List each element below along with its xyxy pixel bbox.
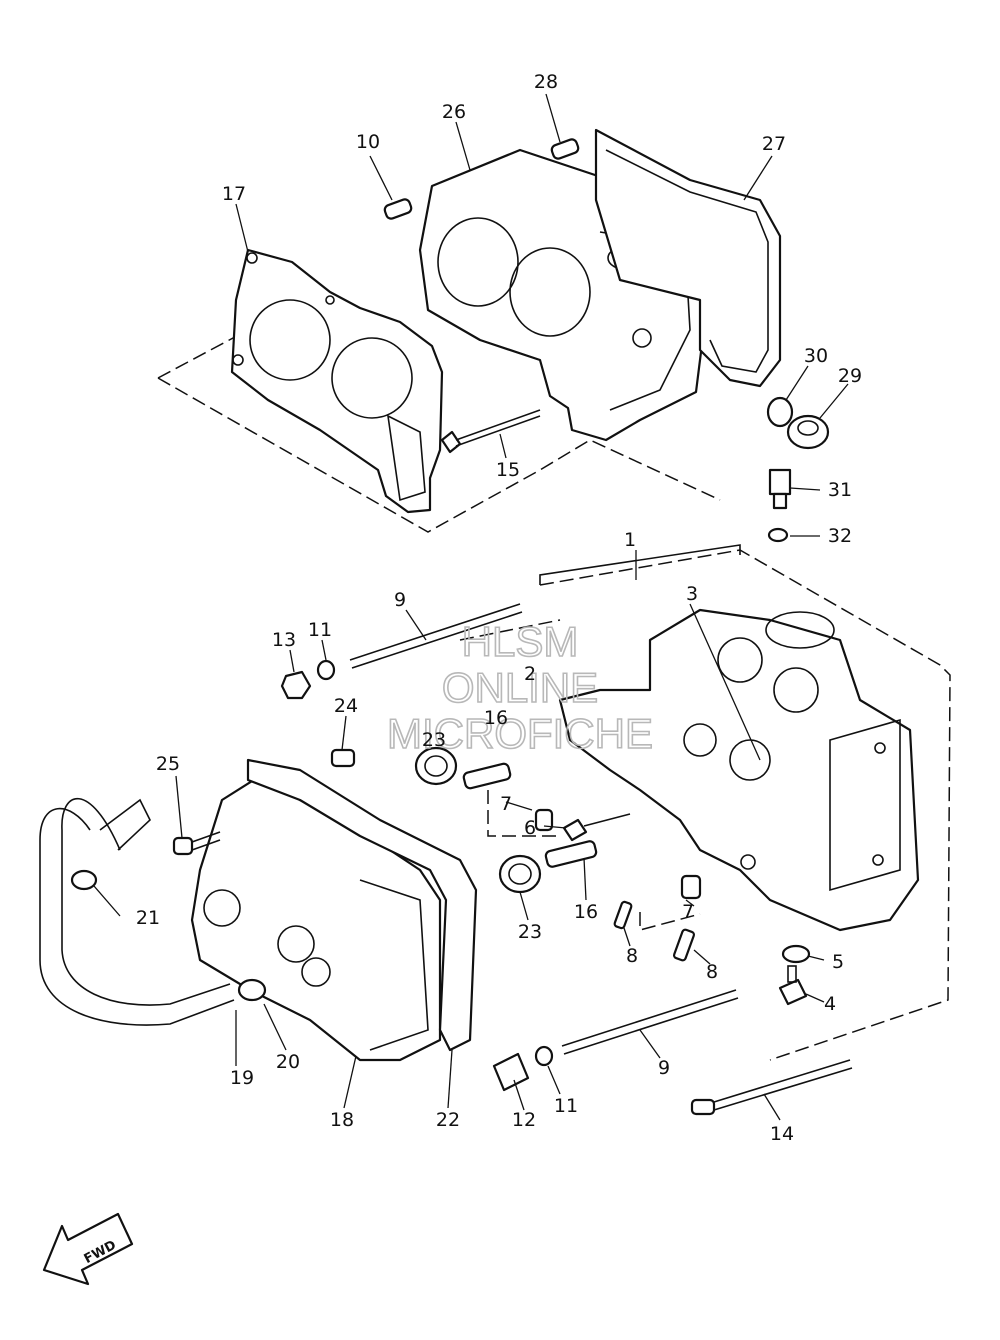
pin-8-b <box>672 928 696 962</box>
watermark-line-1: HLSM <box>462 618 579 665</box>
dowel-pin-10 <box>383 198 413 220</box>
callout-28: 28 <box>534 71 558 93</box>
callout-11-upper: 11 <box>308 619 332 641</box>
callout-9-upper: 9 <box>394 589 406 611</box>
callouts: 1 2 3 4 5 6 7 7 8 8 9 9 10 11 11 12 13 1… <box>136 71 862 1145</box>
crankcase-cover <box>190 774 442 1062</box>
callout-15: 15 <box>496 459 520 481</box>
bolt-15 <box>440 409 541 454</box>
fwd-arrow: FWD <box>42 1212 134 1286</box>
seal-23-lower <box>498 854 542 894</box>
crankcase <box>558 608 920 932</box>
callout-23-lower: 23 <box>518 921 542 943</box>
washer-32 <box>767 527 789 543</box>
pin-8-a <box>613 900 633 930</box>
upper-group-outline-2 <box>157 377 721 533</box>
nut-13 <box>280 670 312 700</box>
callout-4: 4 <box>824 993 836 1015</box>
bolt-25 <box>172 831 221 856</box>
callout-21: 21 <box>136 907 160 929</box>
o-ring-30 <box>766 396 794 428</box>
callout-22: 22 <box>436 1109 460 1131</box>
callout-17: 17 <box>222 183 246 205</box>
fitting-16-upper <box>462 762 512 790</box>
callout-16-upper: 16 <box>484 707 508 729</box>
breather-hose <box>39 797 235 1026</box>
stud-9-lower <box>561 989 739 1055</box>
callout-13: 13 <box>272 629 296 651</box>
callout-27: 27 <box>762 133 786 155</box>
washer-11-upper <box>316 659 336 681</box>
cap-nut-12 <box>492 1052 530 1092</box>
temp-sensor-31 <box>768 468 792 510</box>
dowel-pin-28 <box>550 138 580 160</box>
washer-5 <box>781 944 811 964</box>
callout-23-upper: 23 <box>422 729 446 751</box>
part1-bracket <box>539 544 741 585</box>
callout-3: 3 <box>686 583 698 605</box>
hose-clamp-20 <box>237 978 267 1002</box>
head-gasket <box>230 248 444 514</box>
callout-8-a: 8 <box>626 945 638 967</box>
callout-26: 26 <box>442 101 466 123</box>
plug-7-upper <box>534 808 554 832</box>
bolt-4 <box>778 965 808 1006</box>
callout-6: 6 <box>524 817 536 839</box>
dowel-24 <box>330 748 356 768</box>
callout-19: 19 <box>230 1067 254 1089</box>
callout-25: 25 <box>156 753 180 775</box>
callout-9-lower: 9 <box>658 1057 670 1079</box>
watermark: HLSM ONLINE MICROFICHE <box>386 617 654 758</box>
callout-14: 14 <box>770 1123 794 1145</box>
callout-2: 2 <box>524 663 536 685</box>
callout-18: 18 <box>330 1109 354 1131</box>
watermark-line-3: MICROFICHE <box>387 710 653 757</box>
bolt-6 <box>562 813 631 842</box>
callout-1: 1 <box>624 529 636 551</box>
inner-dashed-2 <box>639 912 701 931</box>
callout-12: 12 <box>512 1109 536 1131</box>
callout-7-lower: 7 <box>682 901 694 923</box>
fitting-16-lower <box>544 840 598 868</box>
plug-7-lower <box>680 874 702 900</box>
seal-23-upper <box>414 746 458 786</box>
callout-20: 20 <box>276 1051 300 1073</box>
watermark-line-2: ONLINE <box>442 664 598 711</box>
inner-dashed-1 <box>487 790 560 837</box>
leader-lines <box>93 93 849 1121</box>
callout-7-upper: 7 <box>500 793 512 815</box>
callout-8-b: 8 <box>706 961 718 983</box>
callout-31: 31 <box>828 479 852 501</box>
callout-24: 24 <box>334 695 358 717</box>
callout-10: 10 <box>356 131 380 153</box>
cover-gasket <box>246 758 478 1052</box>
callout-30: 30 <box>804 345 828 367</box>
callout-16-lower: 16 <box>574 901 598 923</box>
callout-29: 29 <box>838 365 862 387</box>
callout-11-lower: 11 <box>554 1095 578 1117</box>
hose-clamp-21 <box>70 869 98 891</box>
washer-11-lower <box>534 1045 554 1067</box>
plug-29 <box>786 414 830 450</box>
lower-group-outline-2 <box>459 619 561 641</box>
callout-5: 5 <box>832 951 844 973</box>
callout-32: 32 <box>828 525 852 547</box>
cylinder-side-gasket <box>594 128 782 388</box>
bolt-14 <box>690 1059 853 1116</box>
lower-group-outline <box>539 549 951 1061</box>
stud-9-upper <box>349 603 523 669</box>
